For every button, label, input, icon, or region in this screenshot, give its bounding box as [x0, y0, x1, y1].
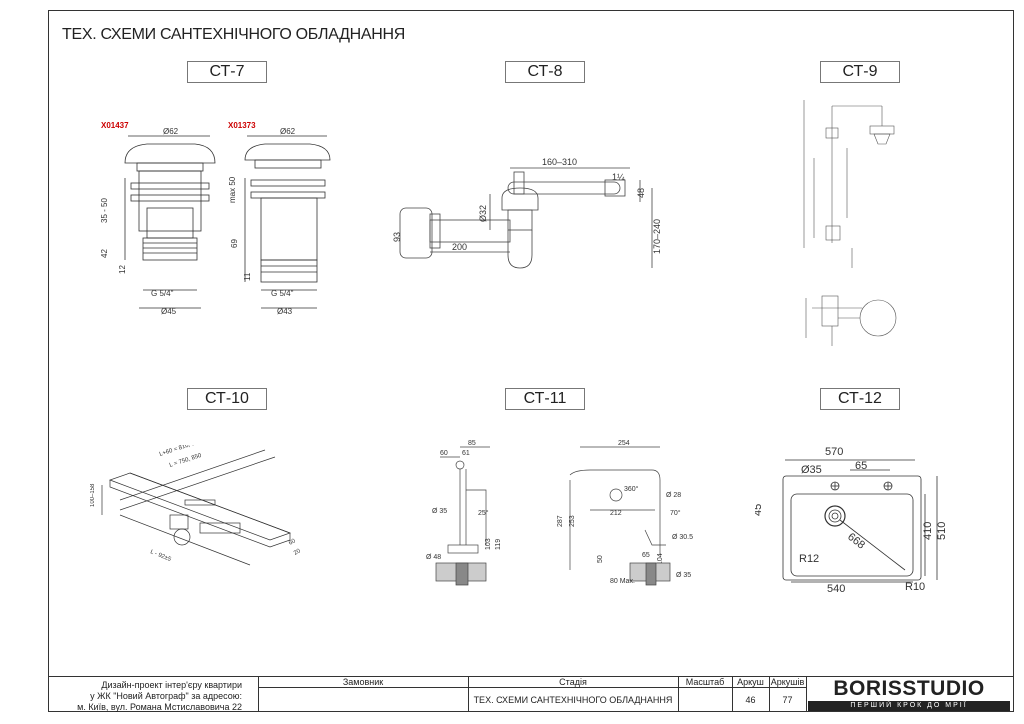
ct12-w570: 570 — [825, 446, 843, 458]
sheet-value: 46 — [745, 695, 756, 705]
ct12-drawing: 570 Ø35 65 668 45 410 510 R12 540 R10 — [755, 440, 955, 600]
ct8-w200: 200 — [452, 242, 467, 252]
ct11-a70: 70° — [670, 509, 681, 517]
address-line-2: у ЖК "Новий Автограф" за адресою: — [90, 691, 242, 701]
ct11-d85: 85 — [468, 440, 476, 447]
stamp-divider — [678, 676, 679, 712]
address-line-1: Дизайн-проект інтер'єру квартири — [101, 680, 242, 690]
studio-logo: BORISSTUDIO ПЕРШИЙ КРОК ДО МРІЇ — [808, 677, 1010, 711]
ct12-d35: Ø35 — [801, 464, 822, 476]
stamp-divider — [732, 676, 733, 712]
ct7-h12: 12 — [118, 265, 127, 274]
ct11-h50: 50 — [597, 555, 604, 563]
ct7-d62b: Ø62 — [280, 127, 296, 136]
ct7-d62a: Ø62 — [163, 127, 179, 136]
ct11-w80: 80 Max. — [610, 578, 635, 585]
logo-main: BORISSTUDIO — [833, 677, 985, 700]
ct12-d668: 668 — [845, 531, 867, 552]
ct10-w20: 20 — [293, 548, 302, 557]
stage-value: ТЕХ. СХЕМИ САНТЕХНІЧНОГО ОБЛАДНАННЯ — [473, 695, 673, 705]
ct11-a25: 25° — [478, 509, 489, 517]
col-stage: Стадія — [559, 677, 587, 687]
ct11-d48: Ø 48 — [426, 554, 441, 561]
ct8-w160310: 160–310 — [542, 157, 577, 167]
label-ct10: СТ-10 — [187, 388, 267, 410]
ct10-w60: 60 — [288, 538, 297, 547]
label-ct9: СТ-9 — [820, 61, 900, 83]
ct7-max50: max 50 — [228, 176, 237, 203]
label-ct12: СТ-12 — [820, 388, 900, 410]
ct8-drawing: 160–310 1¼ 48 Ø32 93 200 170–240 — [390, 150, 670, 280]
label-ct7: СТ-7 — [187, 61, 267, 83]
ct11-d35: Ø 35 — [432, 508, 447, 515]
ct11-h253: 253 — [569, 515, 576, 527]
ct7-h42: 42 — [100, 249, 109, 258]
title-block — [48, 676, 1014, 712]
ct10-drawing: L+60 = 810, 910 L = 750, 850 L - 92±5 10… — [90, 445, 320, 575]
col-customer: Замовник — [342, 677, 384, 687]
ct7-thread-b: G 5/4" — [271, 289, 294, 298]
page-title: ТЕХ. СХЕМИ САНТЕХНІЧНОГО ОБЛАДНАННЯ — [62, 26, 406, 43]
ct11-d28: Ø 28 — [666, 492, 681, 499]
ct7-d43: Ø43 — [277, 307, 293, 316]
ct11-h119: 119 — [495, 539, 502, 550]
col-sheets: Аркушів — [770, 677, 805, 687]
ct7-drawing: X01437 X01373 Ø62 35 - 50 42 12 G 5/4" Ø… — [95, 118, 335, 323]
ct8-h48: 48 — [636, 188, 646, 198]
ct7-h11: 11 — [243, 272, 252, 281]
ct11-w254: 254 — [618, 440, 630, 447]
label-ct11: СТ-11 — [505, 388, 585, 410]
label-ct8: СТ-8 — [505, 61, 585, 83]
ct12-h410: 410 — [922, 522, 934, 540]
ct8-d114: 1¼ — [612, 172, 625, 182]
ct10-h100158: 100–158 — [90, 483, 96, 507]
stamp-divider — [258, 676, 259, 712]
stamp-divider — [468, 676, 469, 712]
ct12-h510: 510 — [936, 522, 948, 540]
ct11-h103: 103 — [485, 538, 492, 550]
ct11-d60: 60 — [440, 450, 448, 457]
address-line-3: м. Київ, вул. Романа Мстиславовича 22 — [77, 702, 242, 712]
ct10-l92: L - 92±5 — [149, 549, 172, 563]
ct11-h287: 287 — [557, 515, 564, 527]
ct7-d45: Ø45 — [161, 307, 177, 316]
ct12-w65: 65 — [855, 460, 867, 472]
stamp-header-line — [258, 687, 806, 688]
ct12-h45: 45 — [755, 504, 764, 516]
project-address: Дизайн-проект інтер'єру квартири у ЖК "Н… — [42, 680, 242, 713]
ct11-a360: 360° — [624, 485, 639, 493]
ct8-h93: 93 — [392, 232, 402, 242]
ct11-w65: 65 — [642, 552, 650, 559]
col-scale: Масштаб — [685, 677, 725, 687]
ct12-r12: R12 — [799, 553, 819, 565]
ct11-d61: 61 — [462, 450, 470, 457]
ct7-code-b: X01373 — [228, 121, 256, 130]
ct12-w540: 540 — [827, 583, 845, 595]
stamp-divider — [769, 676, 770, 712]
col-sheet: Аркуш — [737, 677, 764, 687]
ct10-l750: L = 750, 850 — [169, 453, 203, 469]
stamp-divider — [806, 676, 807, 712]
ct8-d32: Ø32 — [478, 205, 488, 222]
ct7-thread-a: G 5/4" — [151, 289, 174, 298]
sheets-value: 77 — [782, 695, 793, 705]
ct7-h3550: 35 - 50 — [100, 198, 109, 223]
ct12-r10: R10 — [905, 581, 925, 593]
ct7-h69: 69 — [230, 239, 239, 248]
ct11-drawing: 85 60 61 Ø 35 25° Ø 48 103 119 254 360° … — [420, 435, 700, 590]
ct8-h170240: 170–240 — [652, 219, 662, 254]
drawing-frame — [48, 10, 1014, 712]
ct11-h104: 104 — [657, 553, 664, 565]
logo-slogan: ПЕРШИЙ КРОК ДО МРІЇ — [808, 701, 1010, 711]
ct7-code-a: X01437 — [101, 121, 129, 130]
ct11-d35b: Ø 35 — [676, 572, 691, 579]
ct9-drawing — [792, 98, 902, 350]
ct11-w212: 212 — [610, 510, 622, 517]
ct11-d305: Ø 30.5 — [672, 534, 693, 541]
